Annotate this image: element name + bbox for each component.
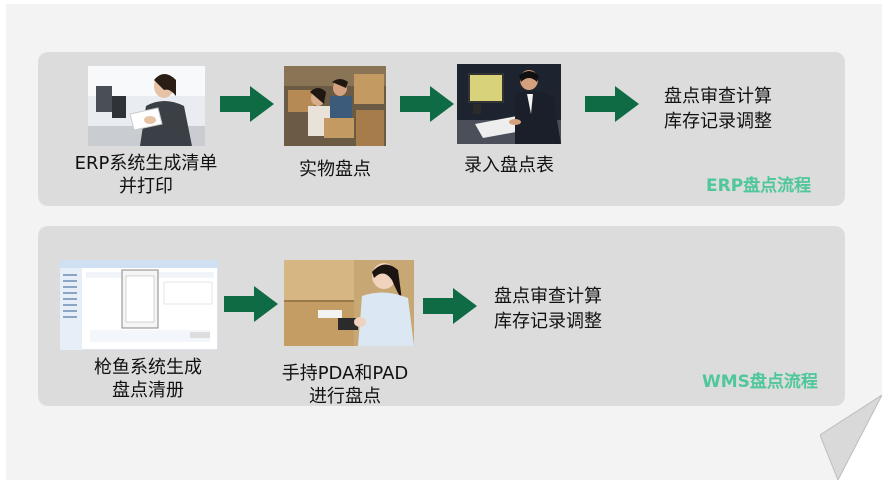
erp-result-text: 盘点审查计算 库存记录调整 xyxy=(664,84,772,134)
erp-step-2-caption: 实物盘点 xyxy=(276,158,394,181)
software-screenshot xyxy=(60,260,218,350)
erp-step-1-caption: ERP系统生成清单 并打印 xyxy=(66,152,226,198)
wms-result-text: 盘点审查计算 库存记录调整 xyxy=(494,284,602,334)
flow-arrow-3 xyxy=(585,86,639,122)
wms-process-panel: 枪鱼系统生成 盘点清册 手持PDA和PAD 进行盘点 盘点审查计算 库存记录调整… xyxy=(38,226,845,406)
wms-step-2-caption: 手持PDA和PAD 进行盘点 xyxy=(270,362,420,408)
flow-arrow-4 xyxy=(224,286,278,322)
page-curl-fold xyxy=(820,395,882,480)
erp-step-3-caption: 录入盘点表 xyxy=(446,154,572,177)
data-entry-photo xyxy=(457,64,561,144)
flow-arrow-1 xyxy=(220,86,274,122)
pda-scanning-photo xyxy=(284,260,414,346)
warehouse-counting-photo xyxy=(284,66,386,146)
wms-step-1-caption: 枪鱼系统生成 盘点清册 xyxy=(74,356,222,402)
flow-arrow-5 xyxy=(423,288,477,324)
wms-process-label: WMS盘点流程 xyxy=(702,367,818,392)
erp-process-panel: ERP系统生成清单 并打印 实物盘点 录入盘点表 盘点审查计算 库存记录调整 E… xyxy=(38,52,845,206)
office-worker-photo xyxy=(88,66,205,146)
erp-process-label: ERP盘点流程 xyxy=(706,171,811,196)
flow-arrow-2 xyxy=(400,86,454,122)
